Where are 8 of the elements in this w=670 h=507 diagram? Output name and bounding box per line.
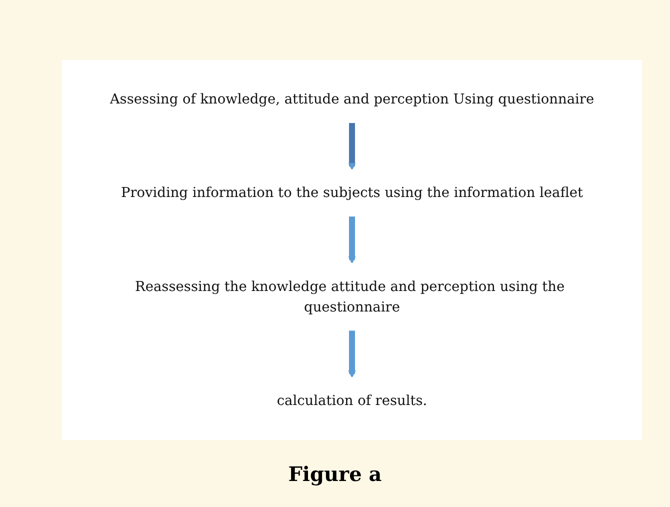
arrow <box>348 122 356 170</box>
arrow <box>348 216 356 264</box>
node-text: calculation of results. <box>276 392 428 408</box>
node-text: Reassessing the knowledge attitude and perception using the questionnaire <box>135 278 565 315</box>
figure-caption: Figure a <box>288 462 382 486</box>
node-text: Assessing of knowledge, attitude and perception Using questionnaire <box>110 90 594 108</box>
arrow <box>348 330 356 378</box>
node-text: Providing information to the subjects using the information leaflet <box>120 184 584 201</box>
